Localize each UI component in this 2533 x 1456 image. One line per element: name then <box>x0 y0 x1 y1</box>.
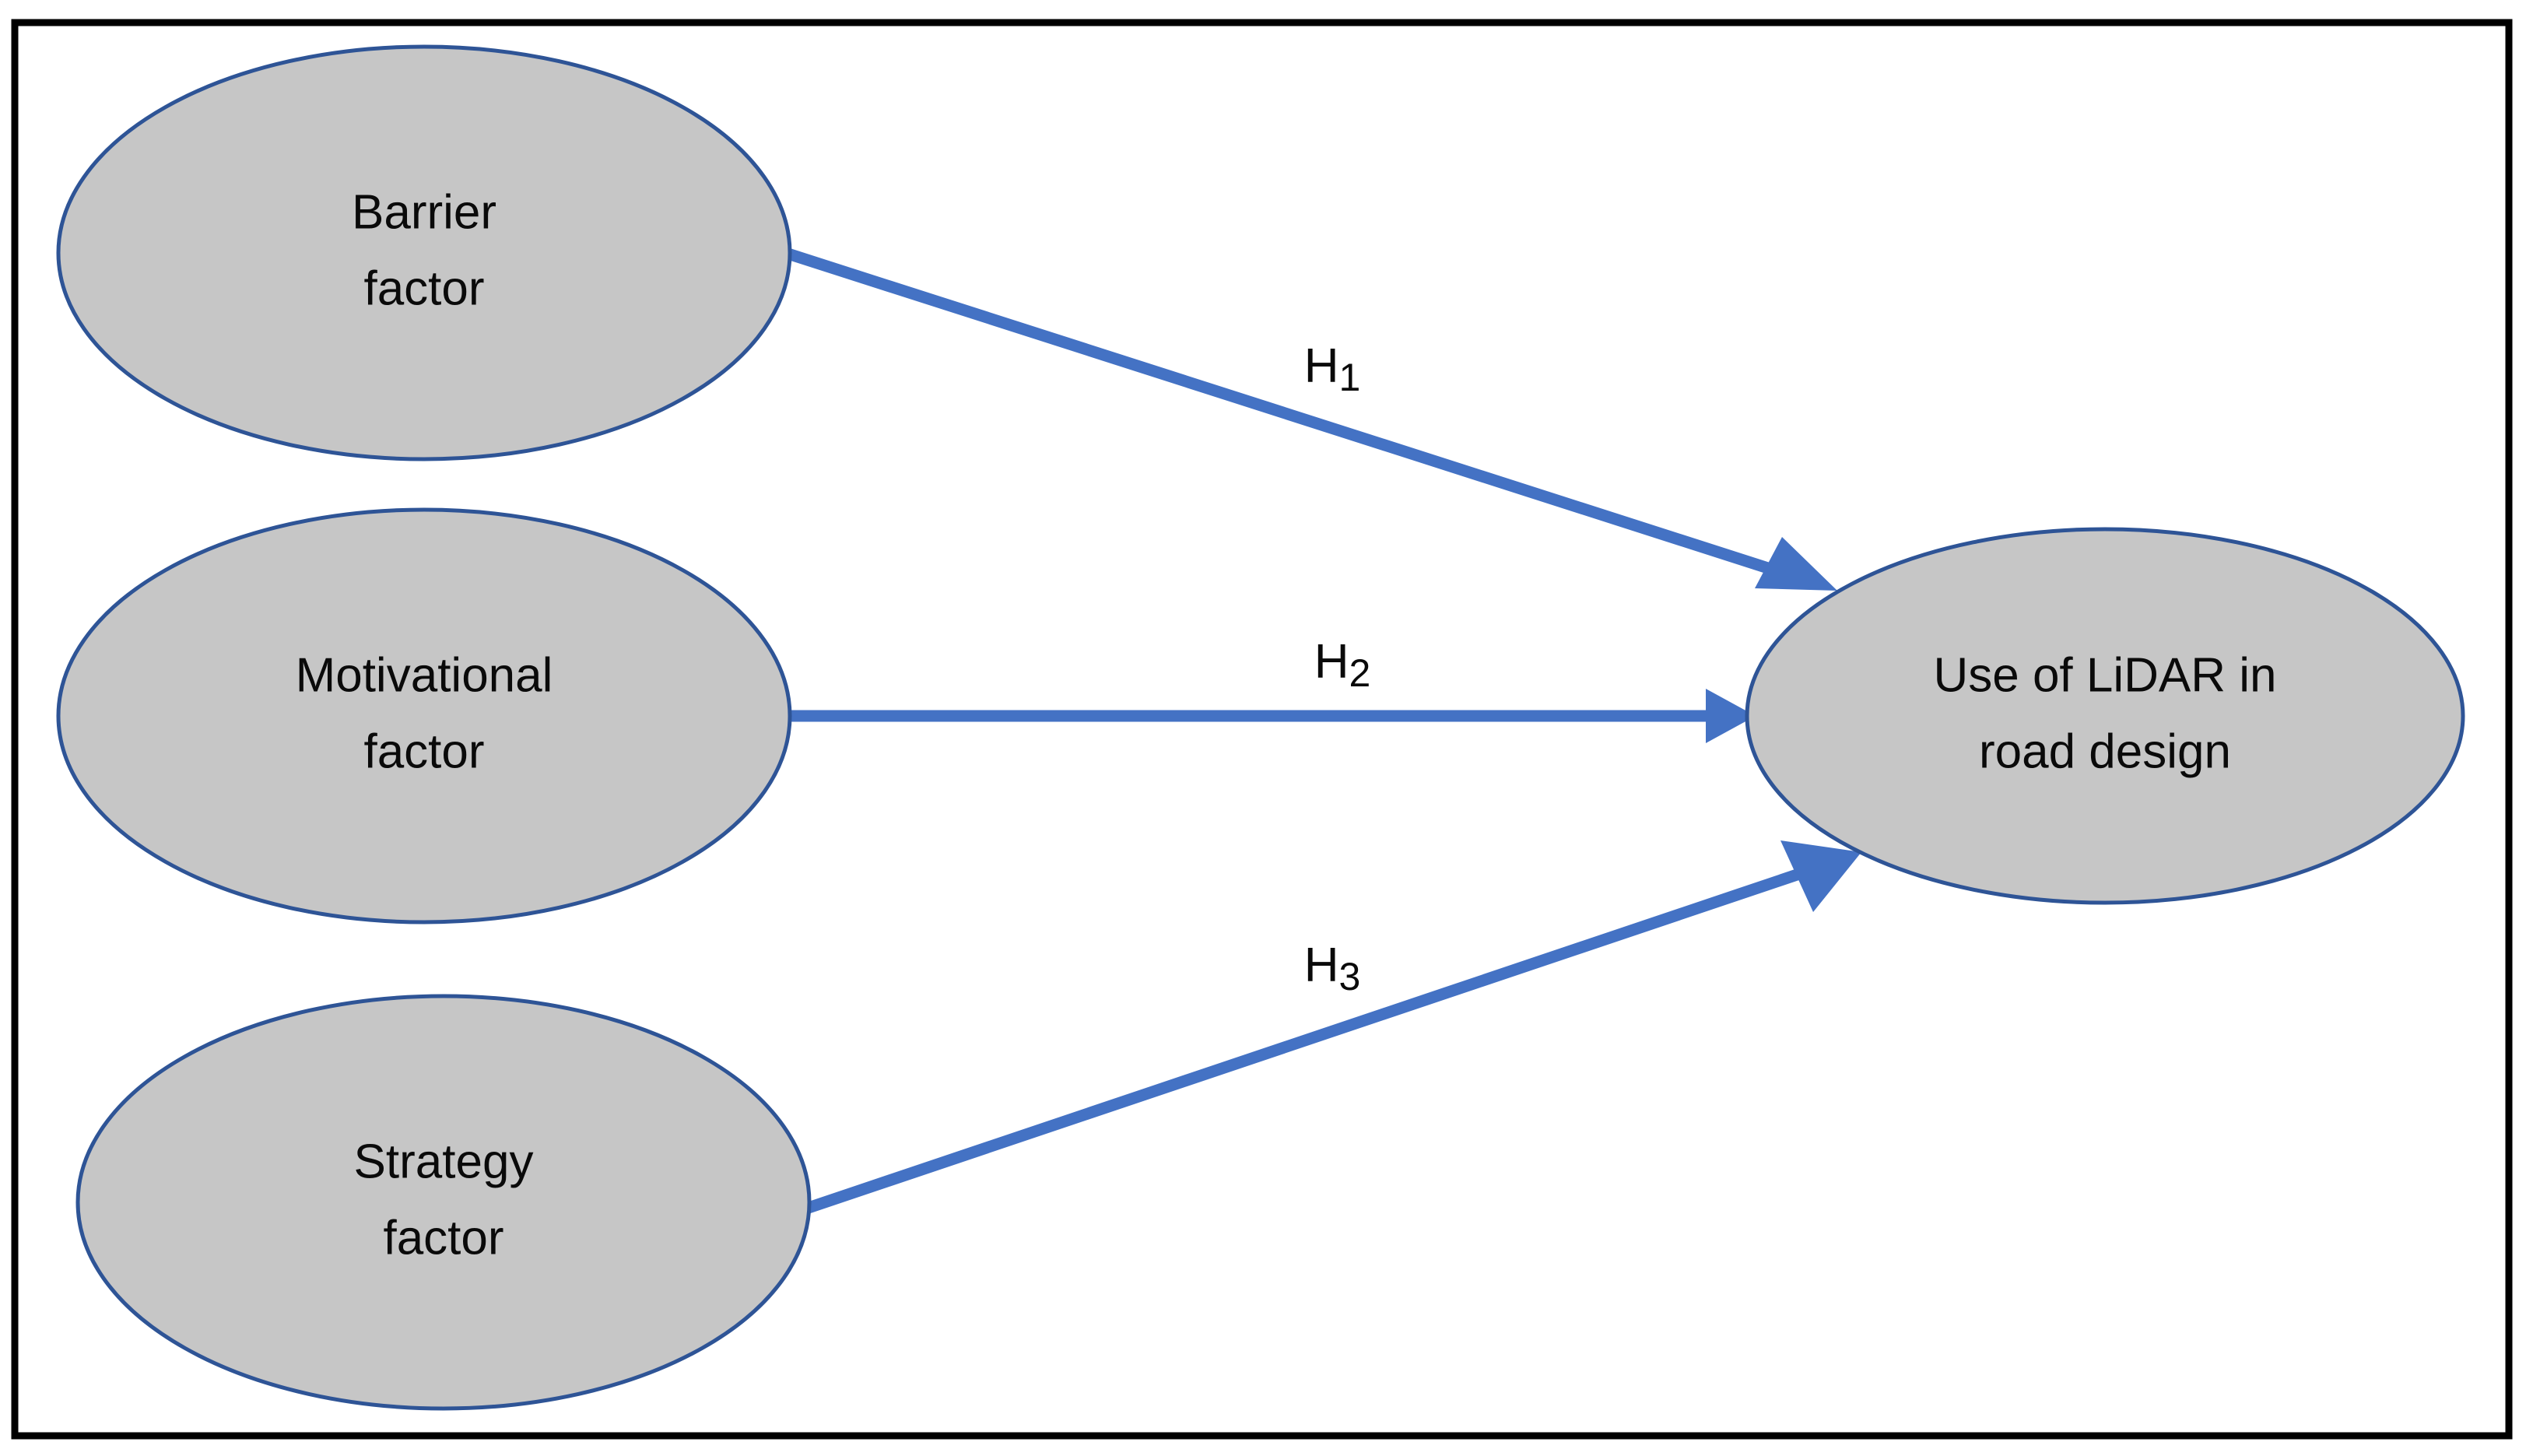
hypothesis-h2-arrow[interactable] <box>788 689 1756 743</box>
h2-label-subscript: 2 <box>1349 651 1370 695</box>
h3-label-subscript: 3 <box>1338 955 1360 998</box>
h2-label-main: H <box>1314 635 1349 689</box>
strategy-factor-node[interactable]: Strategy factor <box>75 994 812 1411</box>
motivational-factor-label-line1: Motivational <box>296 648 553 702</box>
h3-arrow-head <box>1780 840 1861 912</box>
strategy-factor-ellipse <box>75 994 812 1411</box>
barrier-factor-label-line2: factor <box>363 261 484 315</box>
motivational-factor-ellipse <box>56 507 792 924</box>
hypothesis-h3-label: H3 <box>1304 939 1361 998</box>
use-of-lidar-label-line1: Use of LiDAR in <box>1933 648 2276 702</box>
use-of-lidar-node[interactable]: Use of LiDAR in road design <box>1745 527 2465 905</box>
h2-arrow-head <box>1706 689 1756 743</box>
hypothesis-h2-label: H2 <box>1314 635 1371 695</box>
h3-arrow-shaft <box>799 863 1816 1216</box>
motivational-factor-node[interactable]: Motivational factor <box>56 507 792 924</box>
h1-arrow-shaft <box>776 244 1792 581</box>
h1-label-subscript: 1 <box>1338 356 1360 399</box>
hypothesis-h3-arrow[interactable] <box>799 840 1861 1216</box>
motivational-factor-label-line2: factor <box>363 724 484 778</box>
strategy-factor-label-line1: Strategy <box>354 1135 534 1188</box>
edge-labels-layer: H1 H2 H3 <box>1304 339 1371 998</box>
h1-arrow-head <box>1755 537 1837 591</box>
nodes-layer: Barrier factor Motivational factor Strat… <box>56 44 2465 1411</box>
barrier-factor-node[interactable]: Barrier factor <box>56 44 792 461</box>
barrier-factor-ellipse <box>56 44 792 461</box>
edges-layer <box>776 244 1861 1216</box>
strategy-factor-label-line2: factor <box>383 1211 503 1265</box>
h3-label-main: H <box>1304 939 1339 992</box>
h1-label-main: H <box>1304 339 1339 393</box>
barrier-factor-label-line1: Barrier <box>352 185 496 239</box>
use-of-lidar-ellipse <box>1745 527 2465 905</box>
hypothesis-h1-arrow[interactable] <box>776 244 1837 591</box>
hypothesis-h1-label: H1 <box>1304 339 1361 399</box>
use-of-lidar-label-line2: road design <box>1979 724 2231 778</box>
